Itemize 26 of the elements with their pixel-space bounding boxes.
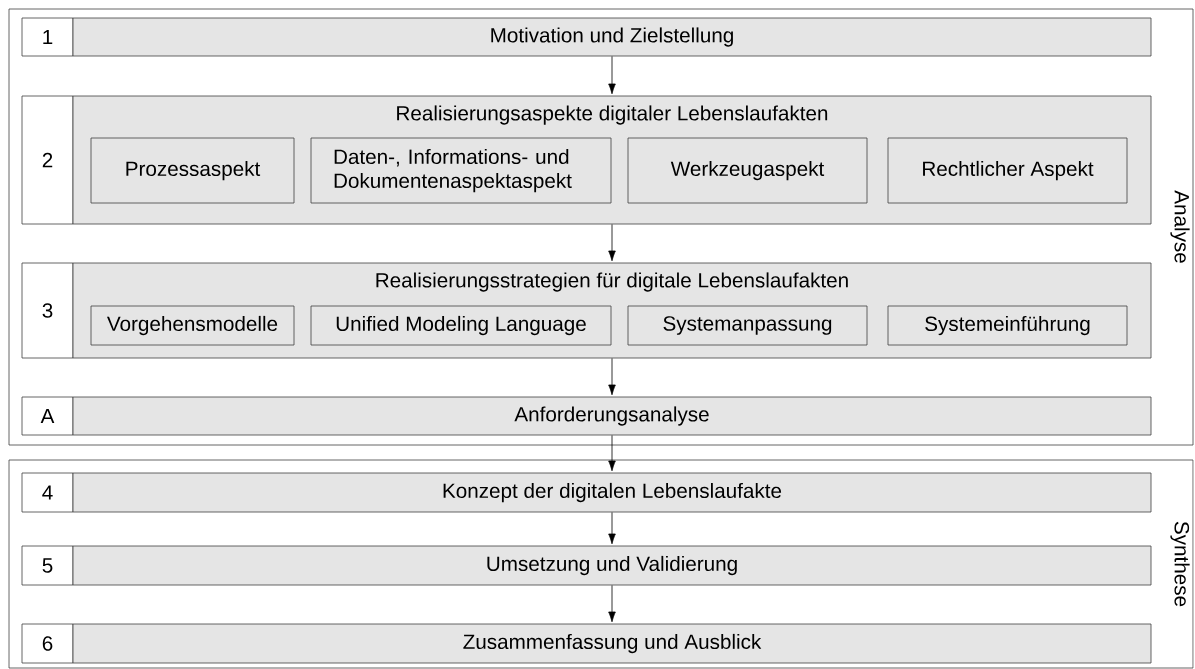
topic-box: Systemanpassung [627, 305, 868, 346]
number-cell: A [21, 396, 74, 436]
number-cell: 5 [21, 545, 74, 586]
arrow [608, 224, 616, 262]
arrow [608, 435, 616, 472]
number-cell: 2 [21, 95, 74, 225]
arrow [608, 585, 616, 623]
arrow [608, 56, 616, 95]
topic-box: Werkzeugaspekt [627, 137, 868, 204]
topic-box: Unified Modeling Language [310, 305, 612, 346]
number-cell: 3 [21, 262, 74, 359]
topic-box: Systemeinführung [887, 305, 1128, 346]
arrow [608, 512, 616, 545]
number-cell: 4 [21, 472, 74, 513]
chapter-bar: Zusammenfassung und Ausblick [72, 623, 1152, 664]
number-cell: 1 [21, 17, 74, 57]
arrow [608, 358, 616, 396]
number-cell: 6 [21, 623, 74, 664]
chapter-bar: Motivation und Zielstellung [72, 17, 1152, 57]
topic-box: Vorgehensmodelle [90, 305, 295, 346]
topic-box: Daten-, Informations- und Dokumentenaspektaspekt [310, 137, 612, 204]
chapter-bar: Konzept der digitalen Lebenslaufakte [72, 472, 1152, 513]
topic-box: Rechtlicher Aspekt [887, 137, 1128, 204]
chapter-bar: Umsetzung und Validierung [72, 545, 1152, 586]
chapter-bar: Anforderungsanalyse [72, 396, 1152, 436]
topic-box: Prozessaspekt [90, 137, 295, 204]
